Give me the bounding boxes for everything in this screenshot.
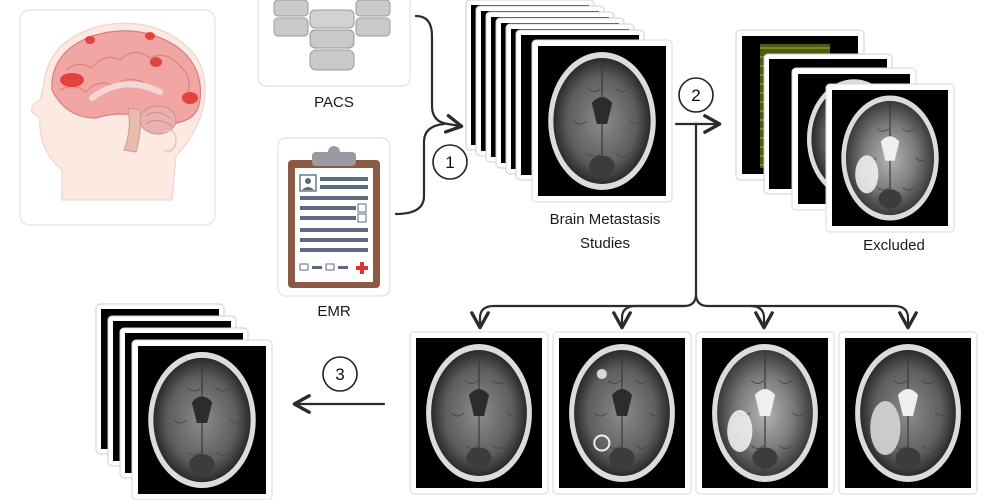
pacs-label: PACS: [314, 94, 354, 111]
studies-front-mri: [531, 39, 673, 203]
emr-clipboard-icon: [277, 137, 391, 297]
excluded-label: Excluded: [863, 237, 925, 254]
branch-to-t1-arrow: [470, 292, 698, 330]
svg-text:3: 3: [335, 365, 344, 384]
branch-to-t2-arrow: [694, 292, 774, 330]
branch-to-flair-arrow: [748, 304, 918, 330]
excluded-studies-stack: [735, 29, 955, 233]
studies-label-line1: Brain Metastasis: [550, 211, 661, 228]
studies-label-line2: Studies: [580, 235, 630, 252]
step-1-badge: 1: [432, 144, 468, 180]
branch-to-t1c-arrow: [612, 304, 686, 330]
brain-metastasis-illustration: [19, 9, 216, 226]
pacs-to-studies-arrow: [414, 14, 464, 134]
emr-to-studies-arrow: [394, 122, 446, 216]
step-3-badge: 3: [322, 356, 358, 392]
emr-label: EMR: [317, 303, 351, 320]
svg-text:2: 2: [691, 86, 700, 105]
output-front-mri: [131, 339, 273, 500]
sequence-t2-panel: [695, 331, 835, 495]
svg-text:1: 1: [445, 153, 454, 172]
sequence-t1-panel: [409, 331, 549, 495]
brain-metastasis-studies-stack: [465, 0, 673, 203]
sequence-flair-panel: [838, 331, 978, 495]
step-2-badge: 2: [678, 77, 714, 113]
processed-output-stack: [95, 303, 273, 500]
excluded-front-t2-scan: [825, 83, 955, 233]
sequence-t1-contrast-panel: [552, 331, 692, 495]
pacs-server-icon: [257, 0, 411, 87]
